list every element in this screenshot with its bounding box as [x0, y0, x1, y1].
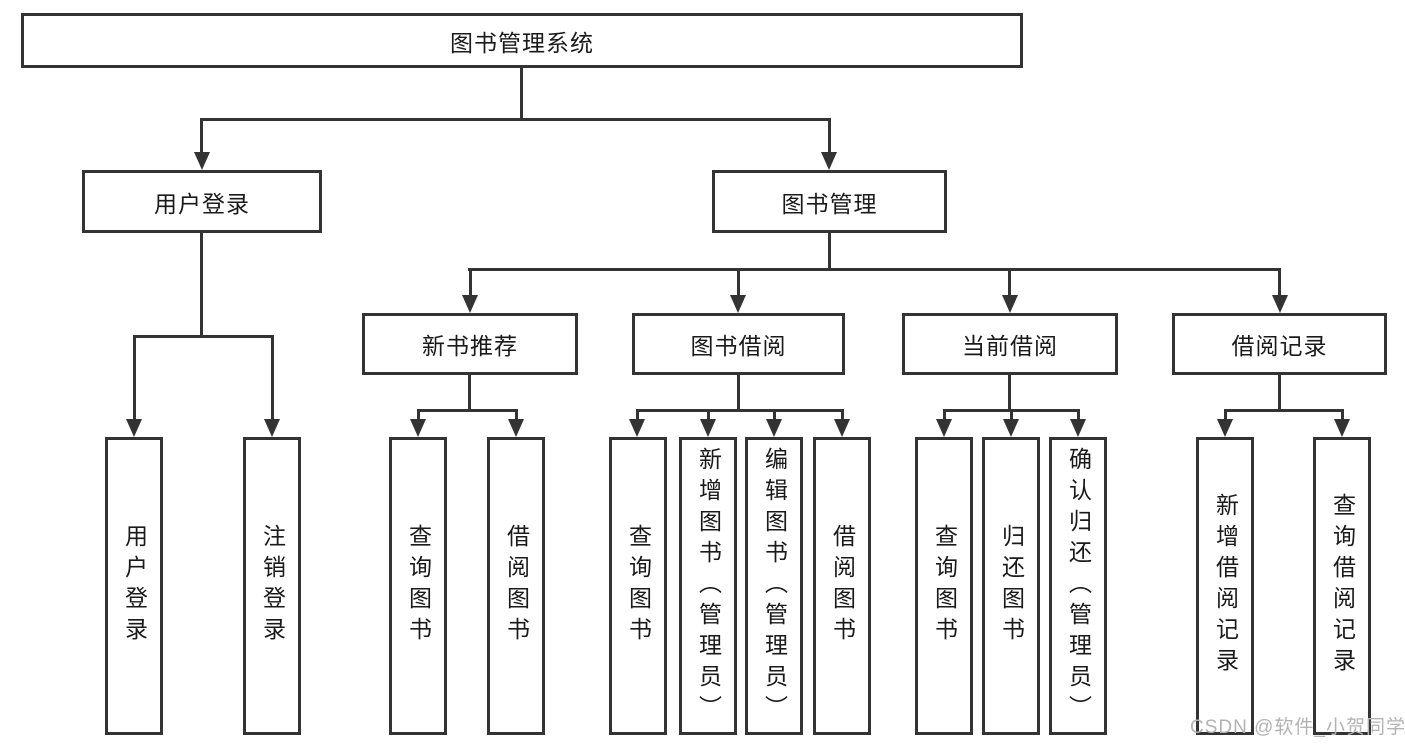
leaf-edit-books-admin-label: 编辑图书（管理员）: [761, 446, 788, 726]
connector-records-stem: [1278, 375, 1281, 409]
connector-leaf-drop: [636, 409, 639, 421]
connector-records-bus: [1224, 409, 1343, 412]
leaf-user-login: 用户登录: [105, 437, 163, 735]
leaf-logout: 注销登录: [243, 437, 301, 735]
connector-current-stem: [1008, 375, 1011, 409]
connector-leaf-drop: [707, 409, 710, 421]
arrow-down-icon: [766, 419, 782, 437]
arrow-down-icon: [462, 295, 478, 313]
connector-to-logout-leaf: [271, 335, 274, 419]
connector-borrow-stem: [737, 375, 740, 409]
connector-leaf-drop: [417, 409, 420, 421]
node-borrow-records-label: 借阅记录: [1231, 333, 1328, 359]
leaf-confirm-return-admin-label: 确认归还（管理员）: [1065, 446, 1092, 726]
arrow-down-icon: [410, 419, 426, 437]
leaf-borrow-query-books-label: 查询图书: [625, 524, 652, 648]
arrow-down-icon: [1070, 419, 1086, 437]
node-borrow-records: 借阅记录: [1172, 313, 1387, 375]
node-new-book-recommend-label: 新书推荐: [422, 333, 518, 359]
connector-to-login-leaf: [133, 335, 136, 419]
connector-leaf-drop: [1010, 409, 1013, 421]
arrow-down-icon: [834, 419, 850, 437]
node-book-mgmt-label: 图书管理: [781, 190, 878, 217]
connector-to-recommend: [469, 268, 472, 295]
connector-recommend-bus: [417, 409, 518, 412]
arrow-down-icon: [1002, 295, 1018, 313]
arrow-down-icon: [700, 419, 716, 437]
arrow-down-icon: [730, 295, 746, 313]
leaf-query-borrow-record-label: 查询借阅记录: [1329, 493, 1356, 679]
connector-root-bus: [200, 118, 831, 121]
leaf-logout-label: 注销登录: [259, 524, 286, 648]
leaf-borrow-books-label: 借阅图书: [829, 524, 856, 648]
leaf-return-books-label: 归还图书: [998, 524, 1025, 648]
leaf-recommend-query-books: 查询图书: [389, 437, 447, 735]
node-book-mgmt-branch: 图书管理: [712, 170, 947, 233]
leaf-current-query-books: 查询图书: [915, 437, 973, 735]
arrow-down-icon: [126, 419, 142, 437]
connector-recommend-stem: [468, 375, 471, 409]
leaf-recommend-borrow-books-label: 借阅图书: [503, 524, 530, 648]
node-book-borrow: 图书借阅: [632, 313, 845, 375]
connector-leaf-drop: [773, 409, 776, 421]
connector-root-stem: [520, 68, 523, 118]
connector-leaf-drop: [515, 409, 518, 421]
connector-to-records: [1278, 268, 1281, 295]
connector-leaf-drop: [1224, 409, 1227, 421]
connector-leaf-drop: [1077, 409, 1080, 421]
leaf-recommend-query-books-label: 查询图书: [405, 524, 432, 648]
arrow-down-icon: [1334, 419, 1350, 437]
leaf-borrow-query-books: 查询图书: [609, 437, 667, 735]
node-current-borrow: 当前借阅: [902, 313, 1118, 375]
arrow-down-icon: [508, 419, 524, 437]
connector-mgmt-stem: [828, 233, 831, 268]
connector-leaf-drop: [943, 409, 946, 421]
node-new-book-recommend: 新书推荐: [362, 313, 578, 375]
leaf-query-borrow-record: 查询借阅记录: [1313, 437, 1371, 735]
arrow-down-icon: [194, 152, 210, 170]
leaf-confirm-return-admin: 确认归还（管理员）: [1049, 437, 1107, 735]
connector-leaf-drop: [841, 409, 844, 421]
connector-to-borrow: [737, 268, 740, 295]
connector-leaf-drop: [1341, 409, 1344, 421]
csdn-watermark: CSDN @软件_小贺同学: [1190, 717, 1405, 738]
leaf-current-query-books-label: 查询图书: [931, 524, 958, 648]
node-current-borrow-label: 当前借阅: [962, 333, 1058, 359]
connector-to-user-login: [200, 118, 203, 154]
node-root-system: 图书管理系统: [21, 13, 1023, 68]
arrow-down-icon: [936, 419, 952, 437]
leaf-recommend-borrow-books: 借阅图书: [487, 437, 545, 735]
connector-login-stem: [200, 233, 203, 335]
leaf-add-borrow-record-label: 新增借阅记录: [1212, 493, 1239, 679]
connector-borrow-bus: [636, 409, 843, 412]
node-user-login-label: 用户登录: [154, 190, 250, 217]
connector-to-current: [1008, 268, 1011, 295]
connector-to-book-mgmt: [828, 118, 831, 154]
arrow-down-icon: [1217, 419, 1233, 437]
leaf-return-books: 归还图书: [982, 437, 1040, 735]
leaf-add-books-admin: 新增图书（管理员）: [679, 437, 737, 735]
leaf-edit-books-admin: 编辑图书（管理员）: [745, 437, 803, 735]
connector-login-bus: [133, 335, 274, 338]
arrow-down-icon: [1272, 295, 1288, 313]
leaf-borrow-books: 借阅图书: [813, 437, 871, 735]
node-book-borrow-label: 图书借阅: [690, 333, 787, 359]
leaf-user-login-label: 用户登录: [121, 524, 148, 648]
arrow-down-icon: [629, 419, 645, 437]
arrow-down-icon: [1003, 419, 1019, 437]
leaf-add-borrow-record: 新增借阅记录: [1196, 437, 1254, 735]
leaf-add-books-admin-label: 新增图书（管理员）: [695, 446, 722, 726]
connector-mgmt-bus: [468, 268, 1281, 271]
arrow-down-icon: [821, 152, 837, 170]
node-root-label: 图书管理系统: [450, 29, 594, 56]
arrow-down-icon: [264, 419, 280, 437]
node-user-login-branch: 用户登录: [82, 170, 322, 233]
